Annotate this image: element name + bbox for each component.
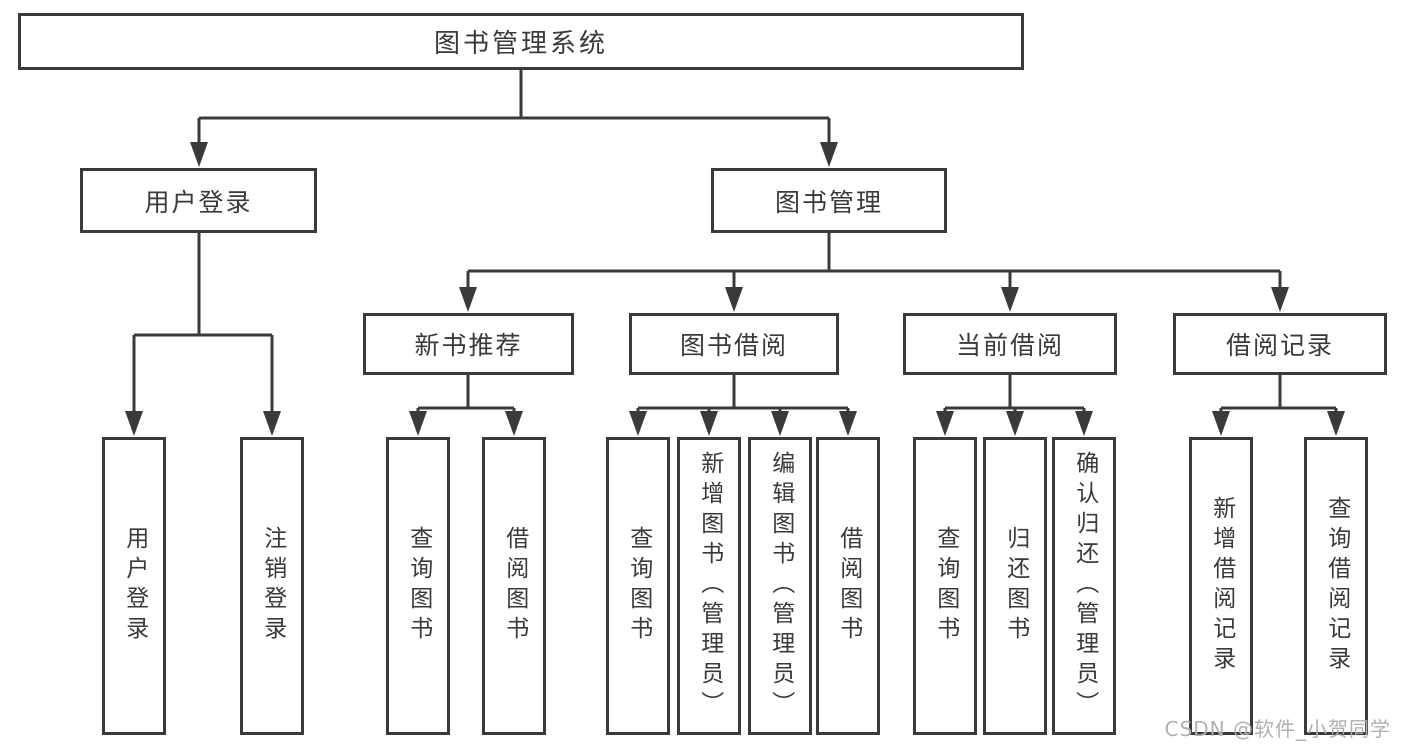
leaf-return-book: 归还图书 (983, 437, 1047, 735)
leaf-search-book-recommend: 查询图书 (386, 437, 450, 735)
arrowhead (409, 411, 427, 436)
node-new-book-recommend: 新书推荐 (363, 313, 574, 375)
watermark: CSDN @软件_小贺同学 (1164, 717, 1391, 741)
arrowhead (263, 411, 281, 436)
node-book-borrowing-label: 图书借阅 (679, 331, 788, 360)
leaf-search-book-current-label: 查询图书 (932, 526, 959, 646)
leaf-search-book-current: 查询图书 (913, 437, 977, 735)
node-new-book-recommend-label: 新书推荐 (414, 331, 523, 360)
leaf-search-book-borrowing: 查询图书 (606, 437, 670, 735)
node-borrowing-records-label: 借阅记录 (1225, 331, 1334, 360)
arrowhead (1327, 411, 1345, 436)
arrowhead (1075, 411, 1093, 436)
leaf-borrow-book-label: 借阅图书 (835, 526, 862, 646)
connector-arrowheads (125, 142, 1345, 436)
leaf-confirm-return-admin: 确认归还（管理员） (1052, 437, 1116, 735)
arrowhead (125, 411, 143, 436)
leaf-return-book-label: 归还图书 (1002, 526, 1029, 646)
node-current-borrowing-label: 当前借阅 (955, 331, 1064, 360)
leaf-edit-book-admin: 编辑图书（管理员） (748, 437, 812, 735)
leaf-add-book-admin: 新增图书（管理员） (677, 437, 741, 735)
arrowhead (839, 411, 857, 436)
connector-user-login-to-leaves (132, 233, 274, 414)
connector-current-borrowing-to-leaves (943, 375, 1086, 414)
arrowhead (820, 142, 838, 167)
leaf-edit-book-admin-label: 编辑图书（管理员） (767, 451, 794, 721)
node-current-borrowing: 当前借阅 (903, 313, 1117, 375)
leaf-confirm-return-admin-label: 确认归还（管理员） (1071, 451, 1098, 721)
leaf-user-login: 用户登录 (102, 437, 166, 735)
leaf-borrow-book-recommend-label: 借阅图书 (501, 526, 528, 646)
leaf-search-book-recommend-label: 查询图书 (405, 526, 432, 646)
arrowhead (1271, 287, 1289, 312)
connector-lines (132, 69, 1338, 414)
leaf-borrow-book-recommend: 借阅图书 (482, 437, 546, 735)
leaf-add-borrow-record: 新增借阅记录 (1189, 437, 1253, 735)
arrowhead (936, 411, 954, 436)
leaf-logout-login: 注销登录 (240, 437, 304, 735)
arrowhead (771, 411, 789, 436)
node-book-borrowing: 图书借阅 (629, 313, 839, 375)
leaf-search-borrow-record-label: 查询借阅记录 (1323, 496, 1350, 676)
node-borrowing-records: 借阅记录 (1173, 313, 1387, 375)
arrowhead (190, 142, 208, 167)
leaf-user-login-label: 用户登录 (121, 526, 148, 646)
arrowhead (700, 411, 718, 436)
node-book-management-label: 图书管理 (774, 187, 883, 217)
arrowhead (505, 411, 523, 436)
leaf-logout-login-label: 注销登录 (259, 526, 286, 646)
connector-borrowing-records-to-leaves (1219, 375, 1338, 414)
connector-root-to-level2 (197, 69, 831, 145)
arrowhead (1001, 287, 1019, 312)
leaf-search-borrow-record: 查询借阅记录 (1304, 437, 1368, 735)
node-user-login-label: 用户登录 (144, 187, 253, 217)
arrowhead (725, 287, 743, 312)
leaf-borrow-book: 借阅图书 (816, 437, 880, 735)
arrowhead (1212, 411, 1230, 436)
leaf-add-borrow-record-label: 新增借阅记录 (1208, 496, 1235, 676)
arrowhead (629, 411, 647, 436)
arrowhead (459, 287, 477, 312)
node-user-login: 用户登录 (80, 168, 317, 233)
node-root-label: 图书管理系统 (433, 29, 608, 59)
leaf-search-book-borrowing-label: 查询图书 (625, 526, 652, 646)
connector-book-management-to-level3 (466, 233, 1282, 290)
arrowhead (1006, 411, 1024, 436)
connector-book-borrowing-to-leaves (636, 375, 850, 414)
node-book-management: 图书管理 (711, 168, 947, 233)
leaf-add-book-admin-label: 新增图书（管理员） (696, 451, 723, 721)
connector-new-book-recommend-to-leaves (416, 375, 516, 414)
node-root: 图书管理系统 (18, 13, 1024, 70)
